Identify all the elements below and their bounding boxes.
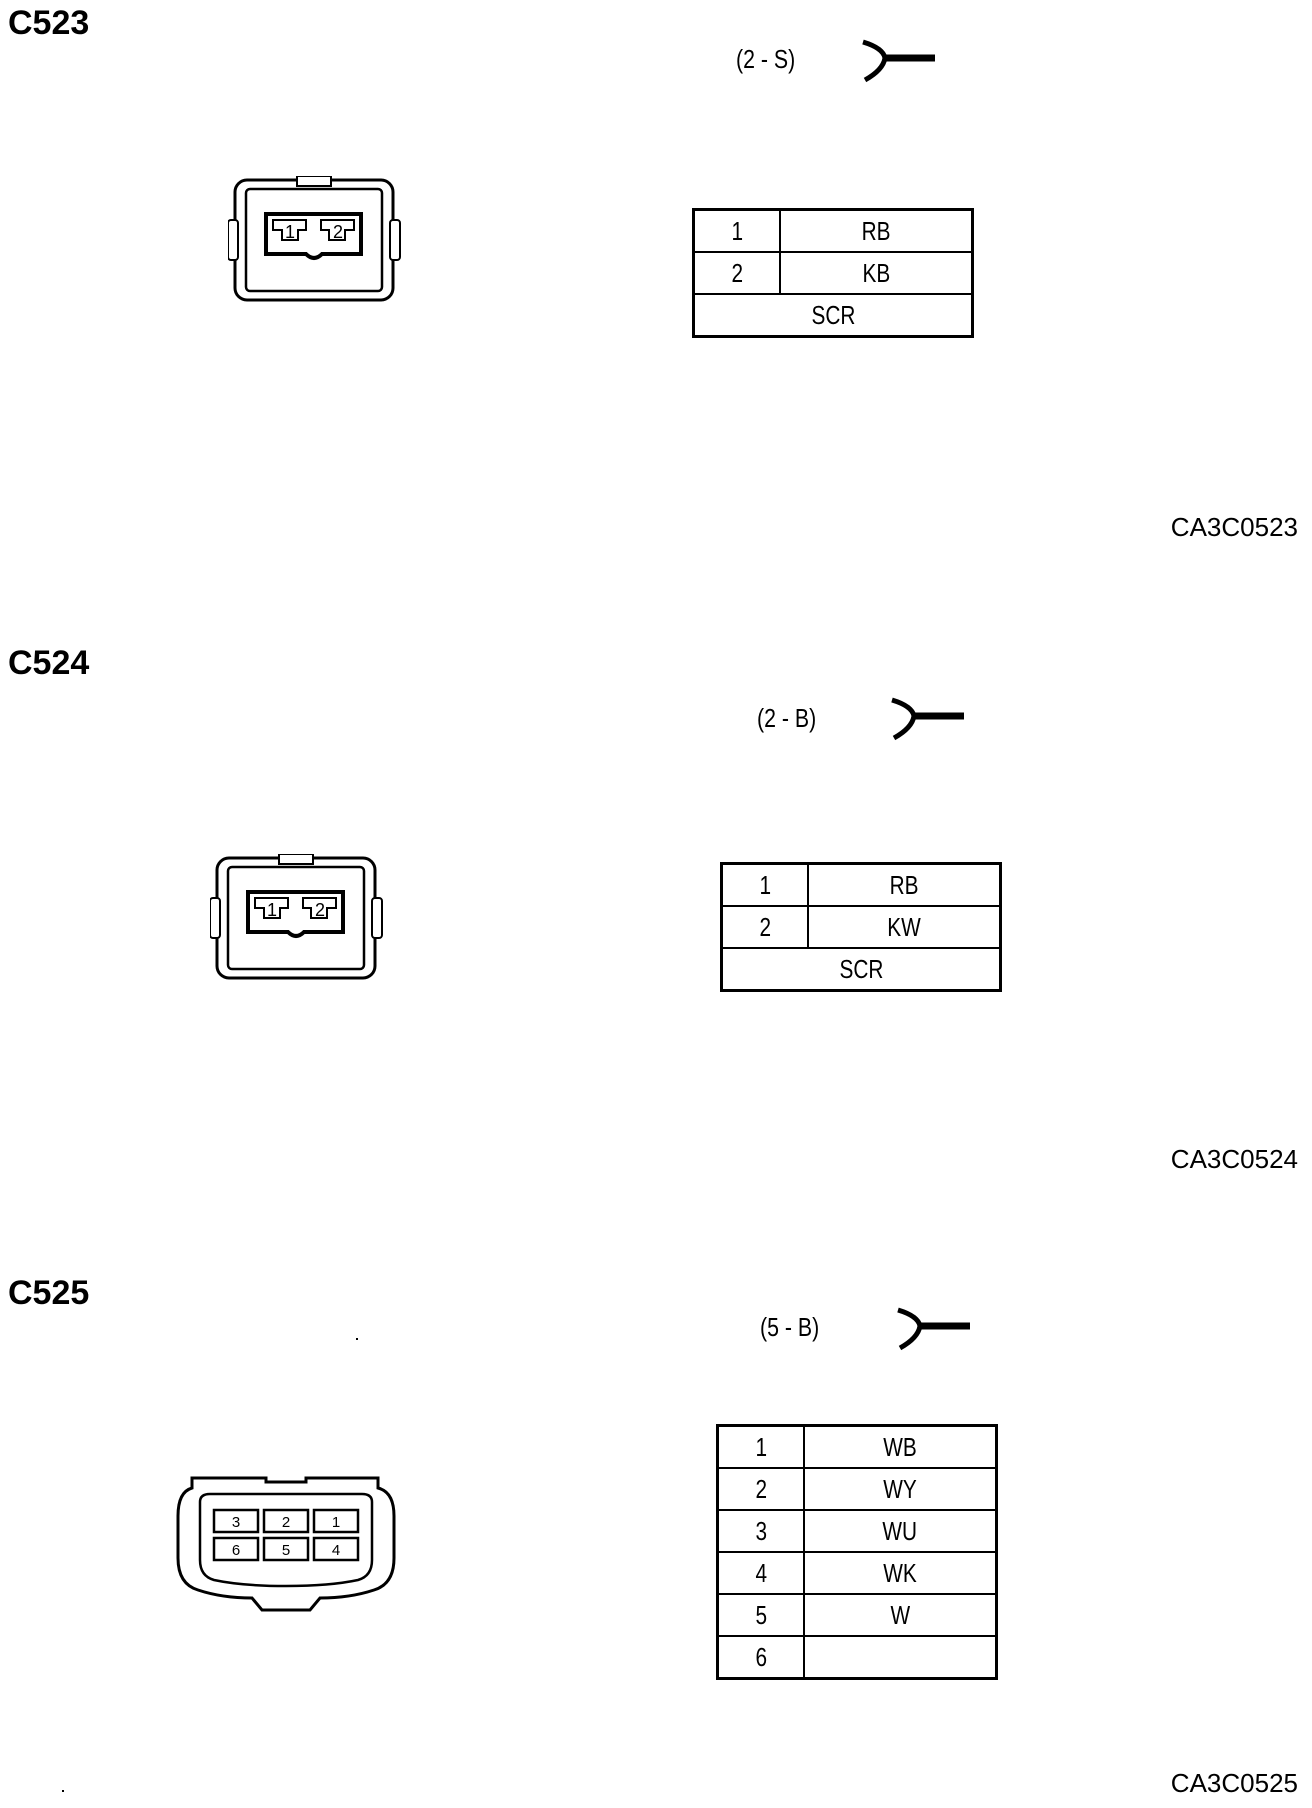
- face-label: 1: [332, 1514, 340, 1531]
- face-label: 2: [282, 1514, 290, 1531]
- wire-color: WU: [882, 1515, 918, 1546]
- face-label: 4: [332, 1542, 340, 1559]
- figure-reference: CA3C0525: [1170, 1768, 1298, 1798]
- wire-color: RB: [889, 869, 919, 900]
- fork-symbol-icon: [891, 697, 964, 741]
- connector-spec: (2 - S): [736, 44, 796, 74]
- connector-id: C524: [8, 644, 90, 682]
- connector-section-c525: C525 (5 - B) 3 2 1 6 5 4 1 WB 2 WY: [0, 1270, 1312, 1808]
- table-row: 2 KB: [692, 251, 974, 295]
- face-label: 1: [285, 222, 295, 242]
- wire-color: KW: [887, 911, 921, 942]
- pin-number: 1: [731, 215, 743, 246]
- footer-label: SCR: [811, 299, 855, 330]
- figure-reference: CA3C0524: [1170, 1144, 1298, 1174]
- speck-mark: [356, 1338, 358, 1340]
- pin-number: 2: [755, 1473, 767, 1504]
- figure-reference: CA3C0523: [1170, 512, 1298, 542]
- wire-color: KB: [862, 257, 890, 288]
- face-label: 1: [267, 900, 277, 920]
- fork-symbol-icon: [862, 39, 935, 83]
- table-row: 4 WK: [716, 1551, 998, 1595]
- wire-color: WK: [883, 1557, 917, 1588]
- connector-id: C525: [8, 1274, 90, 1312]
- connector-face-2pin: 1 2: [228, 176, 401, 302]
- table-row: 2 WY: [716, 1467, 998, 1511]
- pin-number: 6: [755, 1641, 767, 1672]
- table-row: 1 WB: [716, 1424, 998, 1469]
- speck-mark: [62, 1790, 64, 1792]
- face-label: 2: [315, 900, 325, 920]
- pin-table: 1 RB 2 KB SCR: [692, 208, 974, 338]
- face-label: 3: [232, 1514, 240, 1531]
- connector-face-2pin: 1 2: [210, 854, 383, 980]
- face-label: 6: [232, 1542, 240, 1559]
- pin-number: 2: [759, 911, 771, 942]
- pin-table: 1 WB 2 WY 3 WU 4 WK 5 W 6: [716, 1424, 998, 1680]
- pin-number: 1: [755, 1431, 767, 1462]
- connector-section-c523: C523 (2 - S) 1 2 1 RB 2 KB SCR CA3C0523: [0, 0, 1312, 600]
- pin-number: 5: [755, 1599, 767, 1630]
- footer-label: SCR: [839, 953, 883, 984]
- connector-spec: (2 - B): [757, 703, 817, 733]
- wire-color: WB: [883, 1431, 917, 1462]
- table-row: 6: [716, 1635, 998, 1680]
- table-row: 3 WU: [716, 1509, 998, 1553]
- table-row: 1 RB: [692, 208, 974, 253]
- connector-id: C523: [8, 4, 90, 42]
- pin-number: 3: [755, 1515, 767, 1546]
- table-footer-row: SCR: [692, 293, 974, 338]
- table-row: 5 W: [716, 1593, 998, 1637]
- table-row: 2 KW: [720, 905, 1002, 949]
- wire-color: WY: [883, 1473, 917, 1504]
- connector-spec: (5 - B): [760, 1312, 820, 1342]
- fork-symbol-icon: [897, 1307, 970, 1351]
- pin-number: 1: [759, 869, 771, 900]
- table-footer-row: SCR: [720, 947, 1002, 992]
- wire-color: RB: [861, 215, 891, 246]
- connector-section-c524: C524 (2 - B) 1 2 1 RB 2 KW SCR CA3C0524: [0, 640, 1312, 1240]
- pin-number: 2: [731, 257, 743, 288]
- face-label: 2: [333, 222, 343, 242]
- wire-color: W: [890, 1599, 910, 1630]
- face-label: 5: [282, 1542, 290, 1559]
- connector-face-6pin: 3 2 1 6 5 4: [176, 1476, 396, 1612]
- pin-table: 1 RB 2 KW SCR: [720, 862, 1002, 992]
- table-row: 1 RB: [720, 862, 1002, 907]
- pin-number: 4: [755, 1557, 767, 1588]
